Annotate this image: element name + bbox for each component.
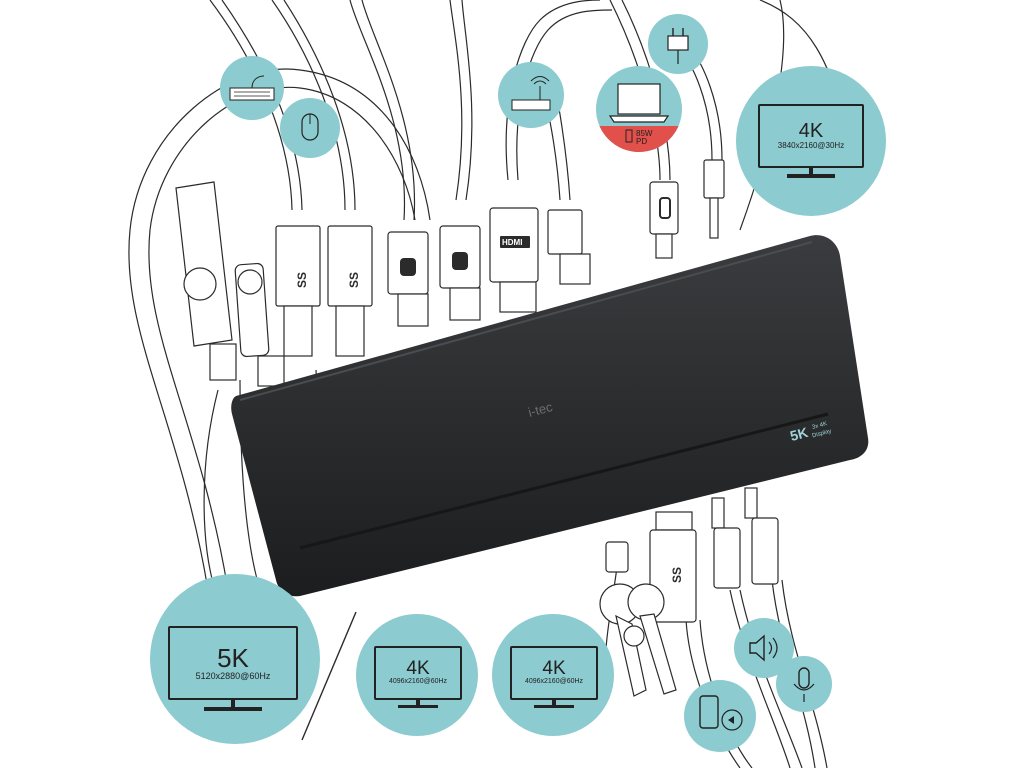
display-circle-4k-1: 4K 4096x2160@60Hz: [356, 614, 478, 736]
usb-c-plug-lower: [605, 541, 629, 573]
keyboard-icon: [229, 75, 275, 101]
power-circle: [648, 14, 708, 74]
router-icon: [511, 76, 551, 111]
display-resolution-label: 4K: [798, 120, 824, 143]
monitor-icon: 4K 4096x2160@60Hz: [374, 646, 462, 708]
svg-text:SS: SS: [347, 272, 361, 288]
display-resolution-label: 4K: [542, 658, 566, 680]
monitor-icon: 4K 3840x2160@30Hz: [758, 104, 864, 178]
mouse-circle: [280, 98, 340, 158]
audio-jack-2: [751, 517, 779, 585]
laptop-circle: 85W PD: [596, 66, 682, 152]
cable-loop-left-outer: [128, 68, 431, 591]
keyboard-circle: [220, 56, 284, 120]
svg-text:SS: SS: [295, 272, 309, 288]
laptop-icon: [608, 83, 670, 143]
hdmi-mark: HDMI: [502, 238, 522, 247]
speaker-icon: [749, 634, 778, 662]
microphone-circle: [776, 656, 832, 712]
power-delivery-label: PD: [636, 137, 648, 146]
power-plug-icon: [667, 28, 689, 64]
audio-jack-1: [713, 527, 741, 589]
display-resolution-detail: 4096x2160@60Hz: [524, 678, 584, 686]
svg-text:SS: SS: [670, 567, 684, 583]
cable-loop-left-inner: [148, 86, 416, 591]
display-resolution-detail: 3840x2160@30Hz: [777, 141, 845, 151]
router-circle: [498, 62, 564, 128]
display-resolution-detail: 4096x2160@60Hz: [388, 678, 448, 686]
display-circle-4k-2: 4K 4096x2160@60Hz: [492, 614, 614, 736]
display-resolution-label: 4K: [406, 658, 430, 680]
key-icon: [599, 583, 677, 697]
monitor-icon: 4K 4096x2160@60Hz: [510, 646, 598, 708]
display-circle-top-right: 4K 3840x2160@30Hz: [736, 66, 886, 216]
microphone-icon: [793, 667, 815, 702]
display-circle-5k: 5K 5120x2880@60Hz: [150, 574, 320, 744]
phone-sync-icon: [699, 695, 743, 731]
phone-sync-circle: [684, 680, 756, 752]
power-rating: 85W: [636, 129, 653, 138]
monitor-icon: 5K 5120x2880@60Hz: [168, 626, 298, 711]
dock-body: [231, 235, 869, 597]
display-resolution-detail: 5120x2880@60Hz: [195, 670, 271, 681]
power-delivery-band: [596, 126, 682, 152]
display-resolution-label: 5K: [217, 642, 249, 673]
mouse-icon: [301, 113, 319, 141]
